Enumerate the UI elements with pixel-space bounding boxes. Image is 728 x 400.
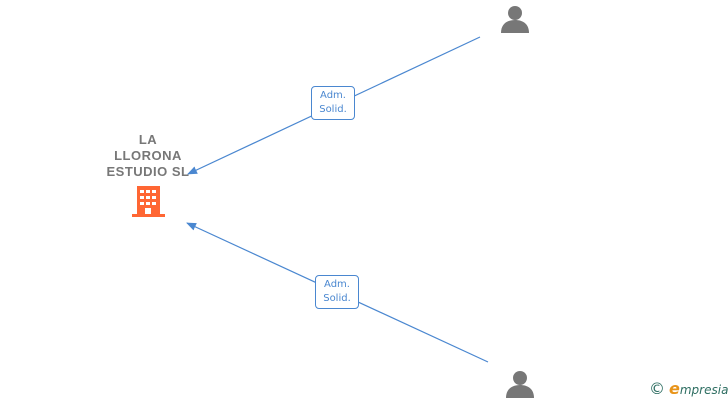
relation-label-line: Solid. [323,293,351,304]
relation-label-line: Adm. [324,279,350,290]
relation-label-top: Adm. Solid. [311,86,355,120]
building-icon[interactable] [132,186,165,217]
brand-initial: e [669,378,680,398]
watermark: © empresia [649,378,728,398]
relation-label-bottom: Adm. Solid. [315,275,359,309]
relation-label-line: Adm. [320,90,346,101]
company-name-line: LA [138,132,158,147]
brand-rest: mpresia [679,382,728,397]
copyright-icon: © [649,378,665,398]
company-name-line: LLORONA [114,148,182,163]
person-icon[interactable] [501,6,529,33]
person-icon[interactable] [506,371,534,398]
relation-label-line: Solid. [319,104,347,115]
company-name[interactable]: LA LLORONA ESTUDIO SL [98,132,198,180]
brand-logo: empresia [669,379,728,398]
company-name-line: ESTUDIO SL [106,164,190,179]
